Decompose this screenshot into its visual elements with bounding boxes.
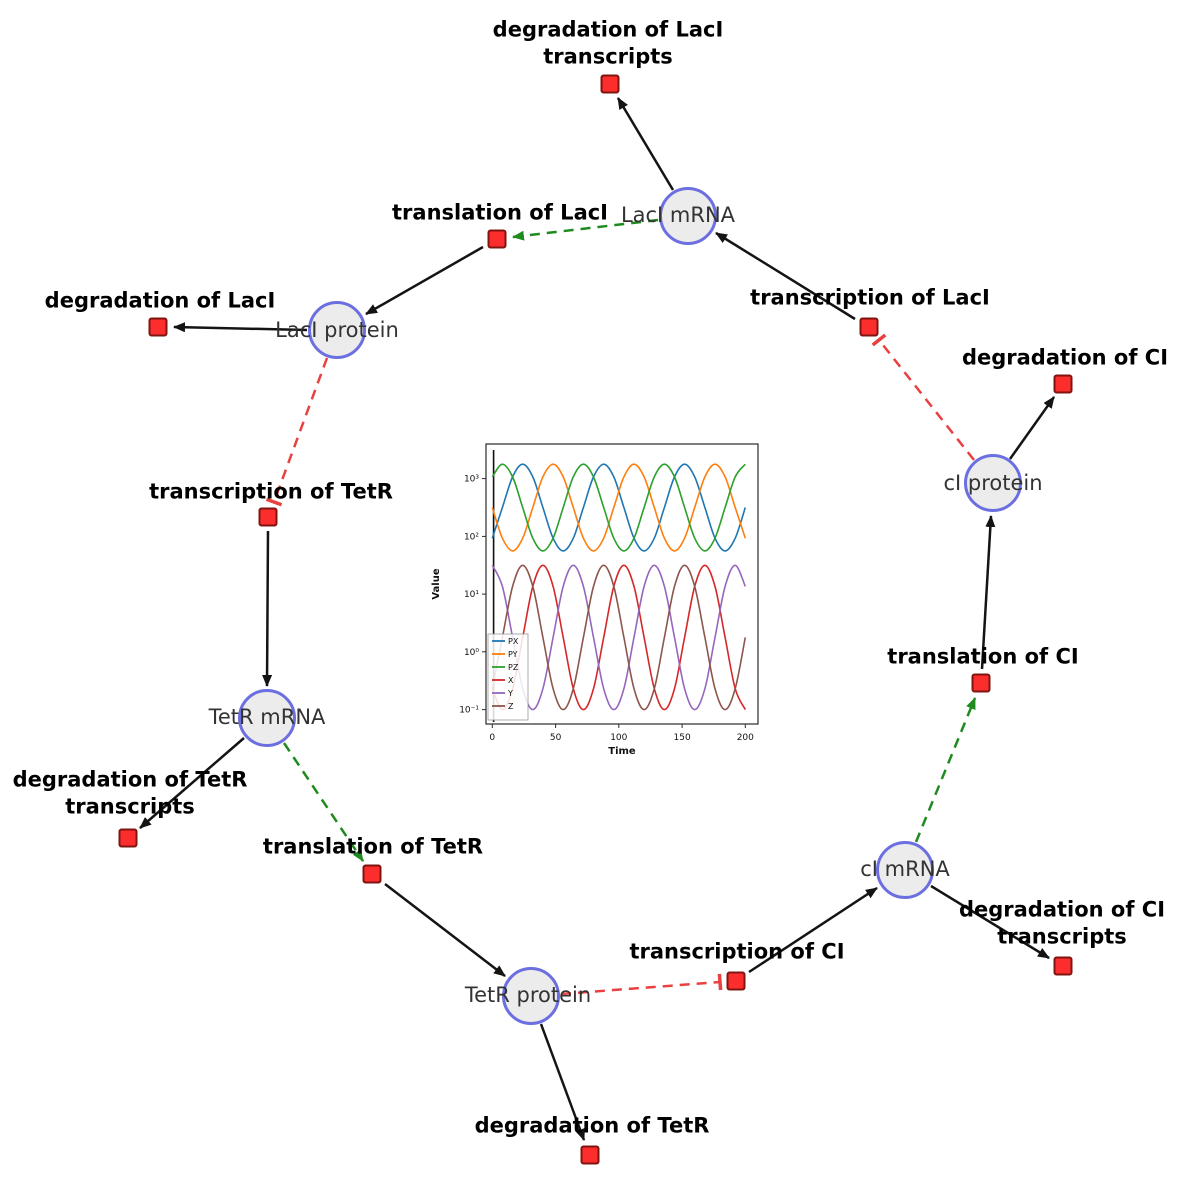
reaction-label-deg-ci-transcripts: degradation of CI transcripts <box>959 897 1165 952</box>
y-tick-label: 10³ <box>464 475 479 485</box>
reaction-node-transcription-ci <box>726 971 746 991</box>
label-line: transcription of LacI <box>750 285 990 310</box>
reaction-label-deg-tetr: degradation of TetR <box>475 1112 710 1139</box>
reaction-node-deg-ci <box>1053 374 1073 394</box>
legend-label-PY: PY <box>508 650 518 659</box>
species-node-ci-protein <box>964 454 1022 512</box>
label-line: transcripts <box>65 795 195 819</box>
reaction-label-transcription-laci: transcription of LacI <box>750 284 990 311</box>
label-line: degradation of CI <box>958 897 1166 922</box>
label-line: degradation of CI <box>961 345 1169 370</box>
reaction-node-deg-tetr <box>580 1145 600 1165</box>
edge-translation-tetr-to-tetr-protein <box>384 883 506 977</box>
reaction-node-transcription-tetr <box>258 507 278 527</box>
edge-inhibition-ci-protein-to-transcription-laci <box>871 333 975 461</box>
x-tick-label: 0 <box>489 733 495 743</box>
x-tick-label: 50 <box>550 733 562 743</box>
y-tick-label: 10¹ <box>464 590 479 600</box>
series-PZ-line <box>491 463 746 552</box>
species-node-tetr-mrna <box>238 689 296 747</box>
x-axis-label: Time <box>608 746 636 757</box>
x-tick-label: 100 <box>610 733 627 743</box>
edge-laci-mrna-to-deg-laci-transcripts <box>616 97 675 191</box>
series-X-line <box>491 564 747 711</box>
reaction-label-deg-laci: degradation of LacI <box>45 287 276 314</box>
label-line: translation of CI <box>887 644 1079 669</box>
legend-label-X: X <box>508 676 514 685</box>
series-Y-line <box>491 564 747 711</box>
label-line: transcripts <box>997 925 1127 949</box>
series-PX-line <box>491 463 747 552</box>
reaction-label-transcription-tetr: transcription of TetR <box>149 478 393 505</box>
reaction-node-transcription-laci <box>859 317 879 337</box>
legend-label-Z: Z <box>508 702 514 711</box>
reaction-label-deg-ci: degradation of CI <box>962 344 1168 371</box>
reaction-label-translation-laci: translation of LacI <box>392 199 608 226</box>
edge-laci-protein-to-deg-laci <box>173 322 308 333</box>
label-line: translation of LacI <box>392 200 608 225</box>
edge-modifier-tetr-mrna-to-translation-tetr <box>282 742 365 862</box>
y-tick-label: 10² <box>464 532 479 542</box>
series-PY-line <box>491 463 747 552</box>
reaction-node-deg-laci <box>148 317 168 337</box>
edge-tetr-protein-to-deg-tetr <box>539 1023 586 1141</box>
edge-modifier-laci-mrna-to-translation-laci <box>512 218 659 241</box>
label-line: degradation of LacI <box>44 288 276 313</box>
y-tick-label: 10⁰ <box>464 648 479 658</box>
reaction-node-translation-tetr <box>362 864 382 884</box>
label-line: transcripts <box>543 45 673 69</box>
reaction-node-translation-laci <box>487 229 507 249</box>
species-label-laci-mrna: LacI mRNA <box>620 203 736 227</box>
reaction-node-deg-tetr-transcripts <box>118 828 138 848</box>
species-label-ci-mrna: cI mRNA <box>860 857 950 881</box>
edge-inhibition-tetr-protein-to-transcription-ci <box>560 973 723 996</box>
reaction-label-translation-ci: translation of CI <box>887 643 1078 670</box>
species-node-tetr-protein <box>502 967 560 1025</box>
label-line: degradation of TetR <box>474 1113 710 1138</box>
edge-modifier-ci-mrna-to-translation-ci <box>914 697 977 843</box>
reaction-node-deg-laci-transcripts <box>600 74 620 94</box>
legend-label-Y: Y <box>507 689 513 698</box>
label-line: transcription of TetR <box>149 479 393 504</box>
reaction-label-deg-laci-transcripts: degradation of LacI transcripts <box>493 17 724 72</box>
y-axis-label: Value <box>431 568 442 599</box>
x-tick-label: 200 <box>737 733 754 743</box>
reaction-label-translation-tetr: translation of TetR <box>263 833 483 860</box>
edge-ci-mrna-to-deg-ci-transcripts <box>930 884 1050 960</box>
label-line: transcription of CI <box>629 939 845 964</box>
label-line: translation of TetR <box>262 834 484 859</box>
plot-frame <box>485 443 759 725</box>
reaction-node-deg-ci-transcripts <box>1053 956 1073 976</box>
label-line: degradation of LacI <box>492 17 724 42</box>
reaction-label-deg-tetr-transcripts: degradation of TetR transcripts <box>13 767 248 822</box>
edge-translation-ci-to-ci-protein <box>980 515 996 670</box>
series-Z-line <box>491 564 747 711</box>
species-node-laci-protein <box>308 301 366 359</box>
species-node-laci-mrna <box>659 187 717 245</box>
y-tick-label: 10⁻¹ <box>459 706 479 716</box>
reaction-node-translation-ci <box>971 673 991 693</box>
species-label-tetr-mrna: TetR mRNA <box>208 705 326 729</box>
species-node-ci-mrna <box>876 841 934 899</box>
species-label-tetr-protein: TetR protein <box>464 983 592 1007</box>
edge-transcription-tetr-to-tetr-mrna <box>262 530 273 687</box>
species-label-ci-protein: cI protein <box>943 471 1043 495</box>
edge-ci-protein-to-deg-ci <box>1008 396 1056 460</box>
edge-transcription-laci-to-laci-mrna <box>715 231 856 321</box>
legend-label-PX: PX <box>508 637 519 646</box>
edge-translation-laci-to-laci-protein <box>365 245 484 316</box>
legend-label-PZ: PZ <box>508 663 519 672</box>
reaction-label-transcription-ci: transcription of CI <box>629 938 844 965</box>
species-label-laci-protein: LacI protein <box>275 318 399 342</box>
edge-tetr-mrna-to-deg-tetr-transcripts <box>139 737 245 829</box>
edge-transcription-ci-to-ci-mrna <box>748 886 878 974</box>
x-tick-label: 150 <box>674 733 691 743</box>
edge-inhibition-laci-protein-to-transcription-tetr <box>265 357 329 507</box>
label-line: degradation of TetR <box>12 767 248 792</box>
